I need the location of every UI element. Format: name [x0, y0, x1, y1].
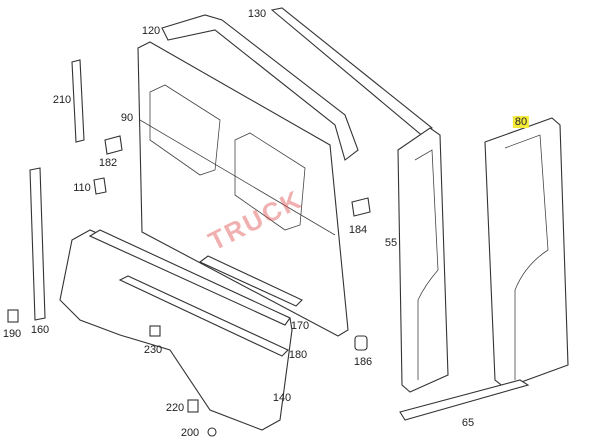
part-120-bow[interactable] [161, 14, 359, 161]
part-90-rear-panel[interactable] [137, 41, 349, 337]
part-55-pillar[interactable] [397, 127, 449, 393]
label-190: 190 [2, 328, 22, 340]
part-182-bracket[interactable] [104, 135, 123, 155]
label-110: 110 [73, 182, 91, 194]
part-130-roof-rail[interactable] [270, 7, 433, 139]
part-210-pillar[interactable] [71, 59, 85, 143]
label-130: 130 [247, 8, 267, 20]
label-220: 220 [165, 402, 185, 414]
part-190-bracket[interactable] [7, 309, 19, 323]
part-65-sill[interactable] [399, 379, 530, 421]
part-160-pillar[interactable] [29, 167, 46, 321]
part-80-pillar[interactable] [484, 117, 569, 389]
label-210: 210 [52, 94, 72, 106]
part-180-rail[interactable] [118, 275, 289, 357]
label-120: 120 [141, 25, 161, 37]
label-90: 90 [120, 112, 134, 124]
part-186-plug[interactable] [354, 335, 368, 351]
label-230: 230 [143, 344, 163, 356]
part-200-screw[interactable] [207, 427, 217, 437]
part-170-rail[interactable] [88, 229, 291, 326]
label-200: 200 [180, 427, 200, 439]
label-140: 140 [272, 392, 292, 404]
part-184-bracket[interactable] [351, 197, 371, 217]
part-170-strip[interactable] [198, 255, 303, 307]
label-160: 160 [30, 324, 50, 336]
part-220-clip[interactable] [187, 399, 199, 413]
part-110-bracket[interactable] [93, 177, 107, 195]
label-80-highlighted: 80 [512, 116, 530, 128]
label-55: 55 [384, 237, 398, 249]
label-65: 65 [461, 417, 475, 429]
label-182: 182 [98, 157, 118, 169]
part-230-clip[interactable] [149, 325, 161, 337]
label-170: 170 [290, 320, 310, 332]
label-184: 184 [348, 224, 368, 236]
label-180: 180 [288, 349, 308, 361]
label-186: 186 [353, 356, 373, 368]
